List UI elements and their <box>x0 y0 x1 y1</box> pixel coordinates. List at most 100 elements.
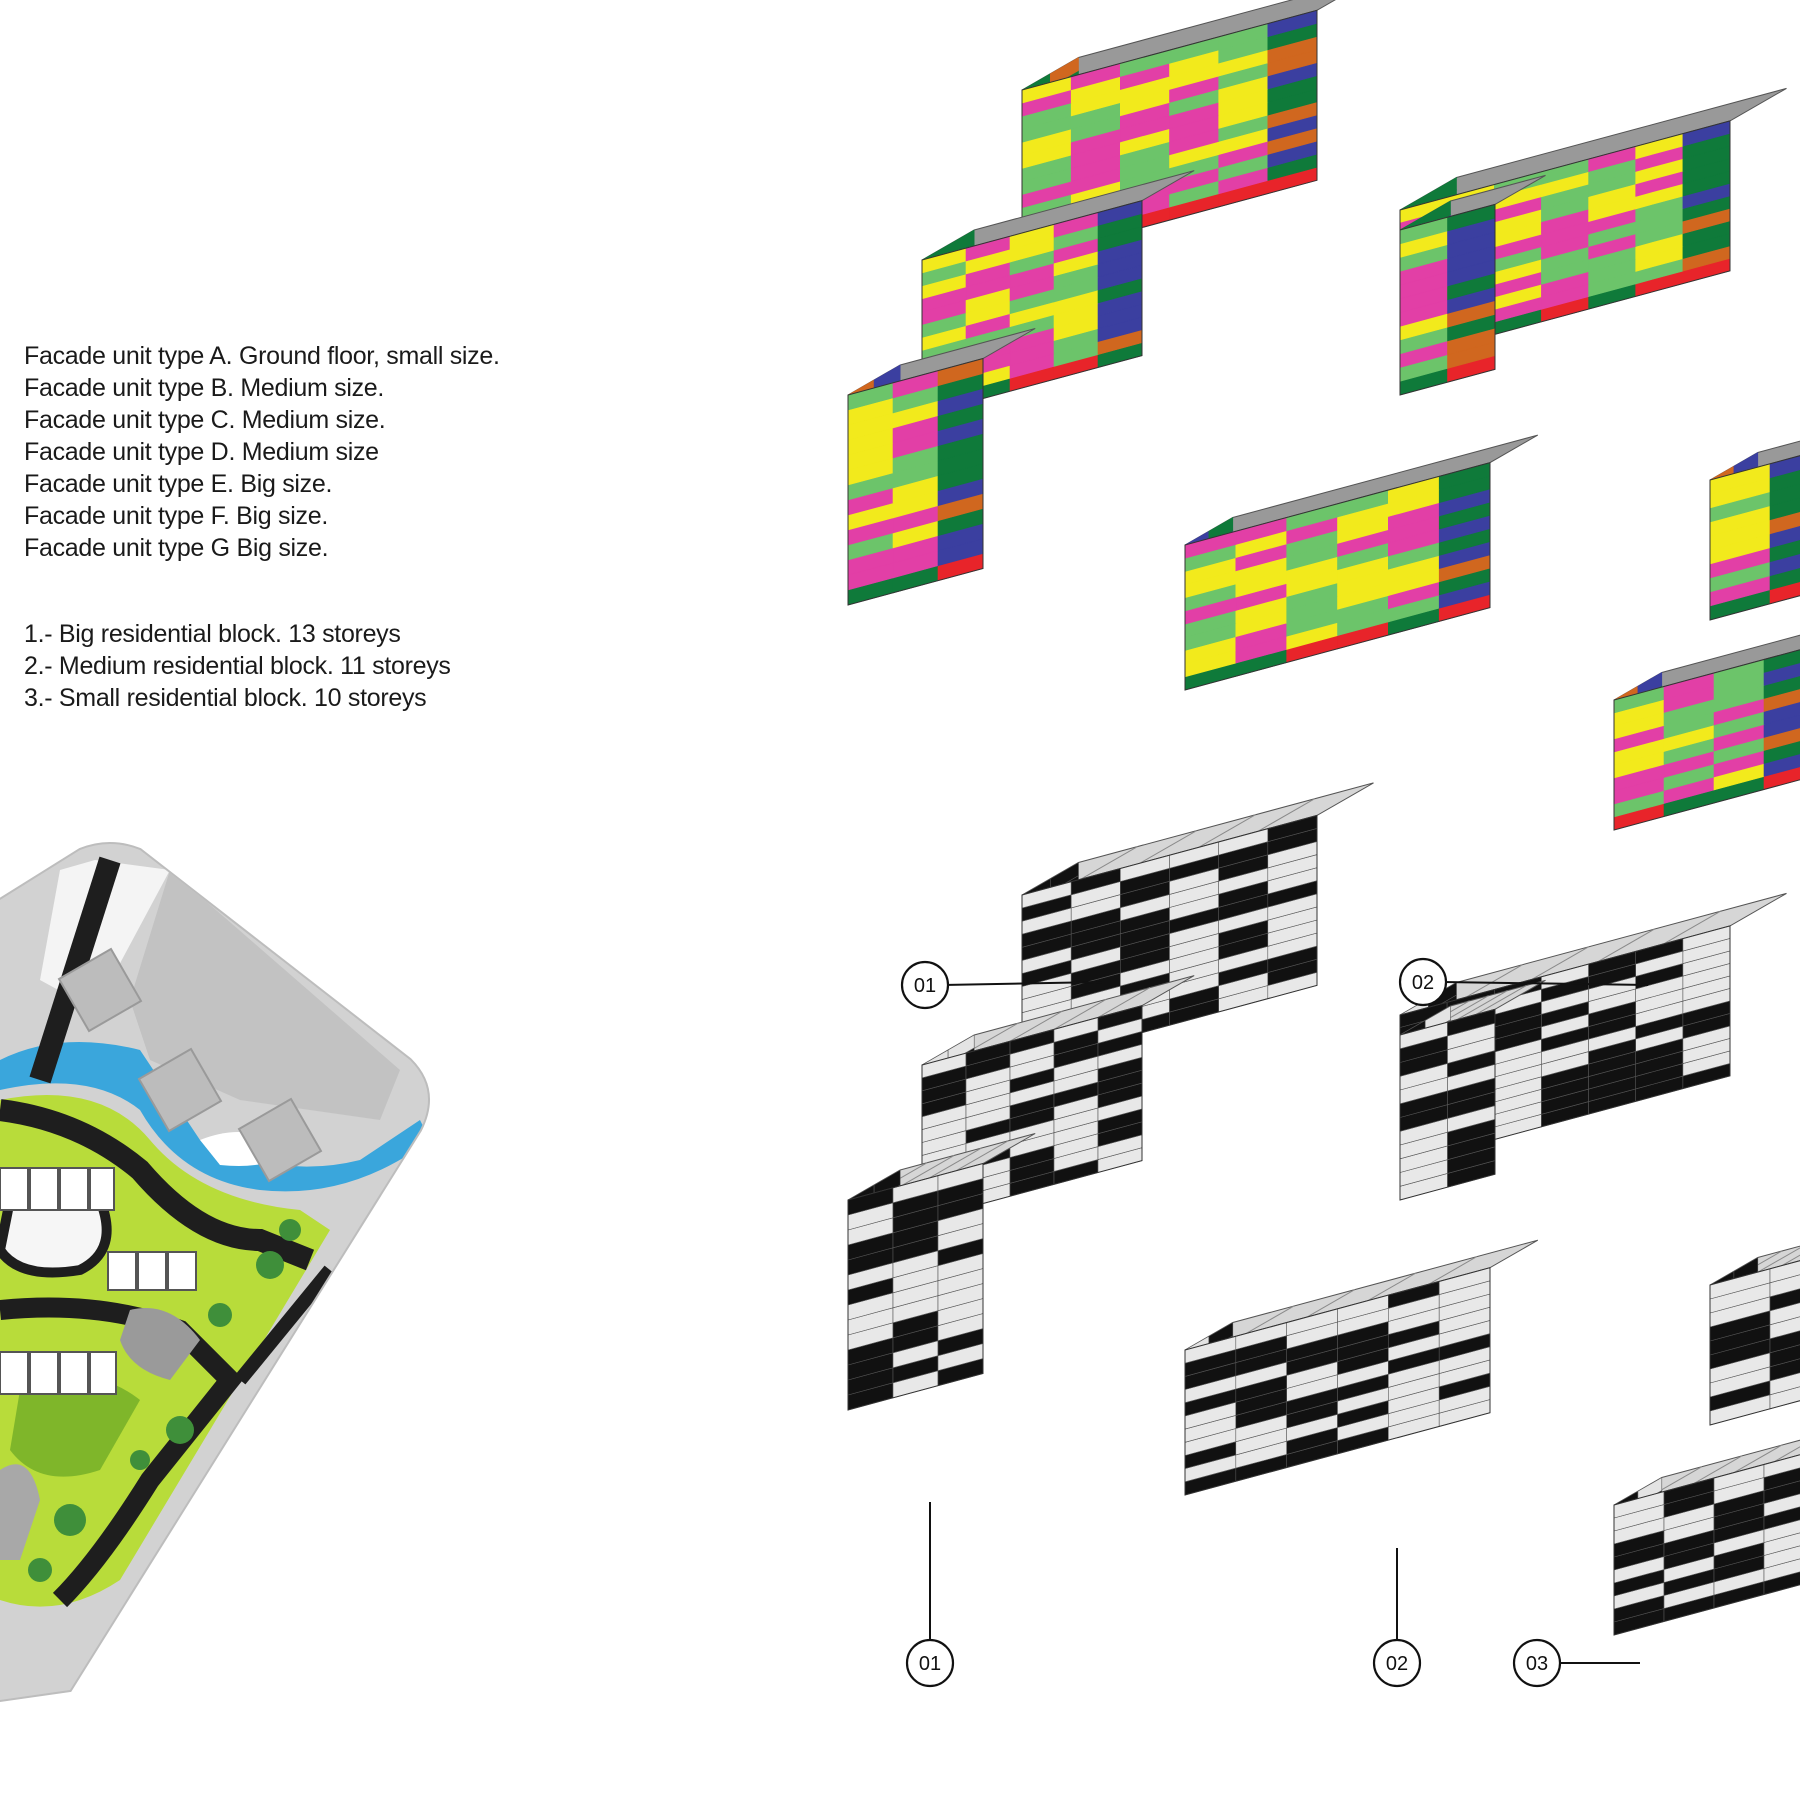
legend-type-f: Facade unit type F. Big size. <box>24 502 328 530</box>
building-block <box>1399 174 1546 396</box>
roof-joint <box>965 1022 1019 1054</box>
facade-outline <box>1021 9 1318 261</box>
facade-outline <box>1399 1008 1496 1201</box>
facade-panel <box>1763 1519 1800 1543</box>
legend-type-a: Facade unit type A. Ground floor, small … <box>24 342 500 370</box>
facade-outline <box>1709 455 1800 621</box>
grey-pad <box>120 1308 200 1380</box>
building-footprints <box>0 1167 197 1395</box>
roof-joint <box>1428 1256 1478 1285</box>
building-block <box>1399 979 1546 1201</box>
roof-joint <box>1475 985 1527 1015</box>
side-panel <box>1050 861 1079 893</box>
facade-outline <box>847 1162 984 1411</box>
facade-panel <box>1763 675 1800 699</box>
roof-joint <box>1097 987 1151 1018</box>
legend-type-d: Facade unit type D. Medium size <box>24 438 379 466</box>
side-panel <box>1050 56 1079 88</box>
facade-outline <box>1613 649 1800 831</box>
facade-panel <box>1769 483 1800 507</box>
building-block <box>1709 1245 1800 1426</box>
roof-joint <box>1693 1455 1743 1484</box>
callout-bottom-01: 01 <box>919 1653 941 1675</box>
callout-circle-top-01 <box>900 960 950 1010</box>
roof-joint <box>1781 1254 1800 1266</box>
facade-outline <box>1613 1454 1800 1636</box>
facade-panel <box>1769 1372 1800 1396</box>
trees <box>28 1219 301 1582</box>
roof-joint <box>1663 910 1721 945</box>
roof-joint <box>1367 1272 1417 1302</box>
roof-joint <box>955 1140 1009 1172</box>
facade-color-diagram <box>847 0 1800 831</box>
water-channel <box>0 1042 428 1192</box>
roof-joint <box>928 1147 982 1179</box>
facade-panel <box>1763 1454 1800 1478</box>
facade-panel <box>1769 1358 1800 1382</box>
facade-panel <box>1763 1558 1800 1582</box>
callout-circle-bottom-03 <box>1512 1638 1562 1688</box>
building-block <box>847 1133 1036 1411</box>
legend-block-1: 1.- Big residential block. 13 storeys <box>24 620 401 648</box>
legend-type-g: Facade unit type G Big size. <box>24 534 329 562</box>
facade-outline <box>921 199 1143 416</box>
roof-joint <box>1009 1010 1063 1042</box>
facade-panel <box>1769 1330 1800 1354</box>
callout-top-01: 01 <box>914 975 936 997</box>
facade-panel <box>1769 497 1800 521</box>
facade-panel <box>1769 1344 1800 1368</box>
facade-panel <box>1769 1274 1800 1298</box>
facade-outline <box>1399 203 1496 396</box>
road-lower <box>0 1297 244 1608</box>
grey-roof-blocks <box>57 947 323 1183</box>
roof-joint <box>1245 1305 1295 1334</box>
roof-joint <box>1733 1444 1783 1474</box>
site-plan <box>0 842 430 1703</box>
building-block <box>1709 440 1800 621</box>
facade-panel <box>1769 539 1800 563</box>
facade-panel <box>1769 581 1800 605</box>
building-block <box>1184 434 1539 691</box>
roof-joint <box>1773 1446 1800 1463</box>
roof-joint <box>1053 998 1107 1030</box>
legend-type-b: Facade unit type B. Medium size. <box>24 374 385 402</box>
facade-panel <box>1769 511 1800 535</box>
facade-panel <box>1763 1480 1800 1504</box>
roof-joint <box>1465 964 1523 998</box>
roof-joint <box>1198 814 1256 848</box>
facade-panel <box>1769 469 1800 493</box>
roof-joint <box>1456 990 1508 1021</box>
callout-bottom-02: 02 <box>1386 1653 1408 1675</box>
facade-panel <box>1769 525 1800 549</box>
facade-panel <box>1763 1493 1800 1517</box>
facade-outline <box>1184 461 1491 691</box>
building-block <box>847 328 1036 606</box>
grey-pad-lower <box>0 1464 40 1560</box>
road-ring <box>0 1099 315 1271</box>
building-block <box>1613 1439 1800 1636</box>
roof-joint <box>1531 946 1589 980</box>
callout-top-02: 02 <box>1412 972 1434 994</box>
facade-panel <box>1769 1302 1800 1326</box>
facade-outline <box>1184 1267 1491 1496</box>
facade-panel <box>1763 1532 1800 1556</box>
callout-bottom-03: 03 <box>1526 1653 1548 1675</box>
roof-joint <box>1257 798 1315 832</box>
facade-outline <box>1021 814 1318 1066</box>
facade-panel <box>1769 1260 1800 1284</box>
legend-block-3: 3.- Small residential block. 10 storeys <box>24 684 427 712</box>
facade-panel <box>1769 567 1800 591</box>
facade-panel <box>1763 1467 1800 1491</box>
facade-panel <box>1763 662 1800 686</box>
facade-panel <box>1769 1316 1800 1340</box>
facade-realistic-diagram <box>847 782 1800 1636</box>
facade-panel <box>1769 1386 1800 1410</box>
callout-circle-bottom-02 <box>1372 1638 1422 1688</box>
facade-outline <box>921 1004 1143 1221</box>
facade-panel <box>1763 727 1800 751</box>
facade-panel <box>1763 714 1800 738</box>
facade-outline <box>1709 1260 1800 1426</box>
roof-joint <box>1080 846 1138 880</box>
road-diag <box>234 1265 336 1385</box>
